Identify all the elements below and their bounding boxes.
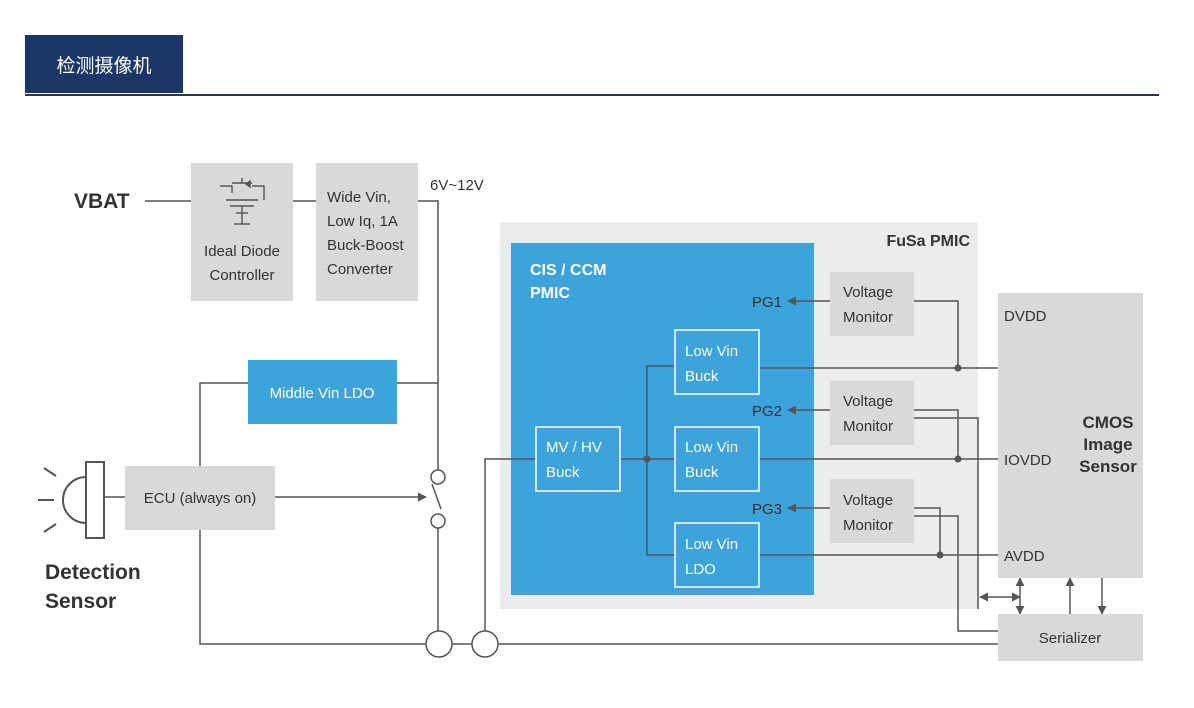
buck-boost-label-1: Wide Vin,: [327, 189, 391, 206]
buck-boost-label-4: Converter: [327, 261, 393, 278]
mv-hv-buck-label-2: Buck: [546, 464, 580, 481]
voltage-monitor-2-block: [830, 381, 914, 445]
cis-pmic-label-2: PMIC: [530, 285, 570, 302]
header-rule: [25, 94, 1159, 96]
avdd-label: AVDD: [1004, 548, 1045, 565]
serializer-label: Serializer: [1039, 630, 1102, 647]
switch-contact-top: [430, 469, 446, 485]
dvdd-label: DVDD: [1004, 308, 1047, 325]
low-vin-ldo-label-1: Low Vin: [685, 536, 738, 553]
cmos-label-2: Image: [1083, 435, 1132, 454]
voltage-monitor-3-label-2: Monitor: [843, 517, 893, 534]
voltage-range-label: 6V~12V: [430, 177, 484, 194]
mv-hv-buck-block: [535, 426, 621, 492]
cis-pmic-region: [511, 243, 814, 595]
low-vin-ldo-block: [674, 522, 760, 588]
ideal-diode-label-2: Controller: [209, 267, 274, 284]
voltage-monitor-1-block: [830, 272, 914, 336]
low-vin-buck-2-label-1: Low Vin: [685, 439, 738, 456]
voltage-monitor-1-label-1: Voltage: [843, 284, 893, 301]
detection-sensor-label-2: Sensor: [45, 590, 116, 613]
cmos-sensor-block: [998, 293, 1143, 578]
low-vin-buck-1-block: [674, 329, 760, 395]
low-vin-buck-1-label-2: Buck: [685, 368, 719, 385]
iovdd-label: IOVDD: [1004, 452, 1052, 469]
cmos-label-1: CMOS: [1083, 413, 1134, 432]
voltage-monitor-3-label-1: Voltage: [843, 492, 893, 509]
pg1-label: PG1: [752, 294, 782, 311]
mosfet-icon: [220, 178, 265, 225]
pg3-label: PG3: [752, 501, 782, 518]
connector-right: [471, 630, 499, 658]
buck-boost-label-3: Buck-Boost: [327, 237, 405, 254]
ideal-diode-block: [191, 163, 293, 301]
ecu-label: ECU (always on): [144, 490, 257, 507]
middle-ldo-block: [248, 360, 397, 424]
pg2-label: PG2: [752, 403, 782, 420]
low-vin-buck-2-block: [674, 426, 760, 492]
voltage-monitor-2-label-2: Monitor: [843, 418, 893, 435]
detection-sensor-icon: [38, 461, 105, 539]
ideal-diode-label-1: Ideal Diode: [204, 243, 280, 260]
voltage-monitor-3-block: [830, 479, 914, 543]
low-vin-buck-2-label-2: Buck: [685, 464, 719, 481]
fusa-pmic-label: FuSa PMIC: [886, 233, 970, 250]
ecu-block: [125, 466, 275, 530]
middle-ldo-label: Middle Vin LDO: [270, 385, 375, 402]
header-tab: 检测摄像机: [25, 35, 183, 93]
voltage-monitor-2-label-1: Voltage: [843, 393, 893, 410]
buck-boost-label-2: Low Iq, 1A: [327, 213, 398, 230]
vbat-label: VBAT: [74, 190, 130, 213]
connector-left: [425, 630, 453, 658]
serializer-block: [998, 614, 1143, 661]
header-title: 检测摄像机: [56, 54, 152, 77]
low-vin-buck-1-label-1: Low Vin: [685, 343, 738, 360]
voltage-monitor-1-label-2: Monitor: [843, 309, 893, 326]
detection-sensor-label-1: Detection: [45, 561, 141, 584]
low-vin-ldo-label-2: LDO: [685, 561, 716, 578]
mv-hv-buck-label-1: MV / HV: [546, 439, 602, 456]
buck-boost-block: [316, 163, 418, 301]
cmos-label-3: Sensor: [1079, 457, 1137, 476]
switch-contact-bottom: [430, 513, 446, 529]
cis-pmic-label-1: CIS / CCM: [530, 262, 606, 279]
